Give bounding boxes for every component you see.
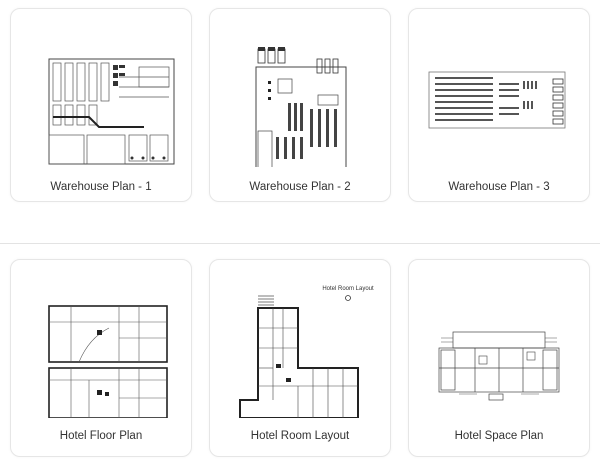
template-thumbnail xyxy=(19,17,183,167)
template-thumbnail: Hotel Room Layout xyxy=(218,268,382,418)
template-thumbnail xyxy=(218,17,382,167)
thumbnail-title: Hotel Room Layout xyxy=(322,286,374,292)
template-title: Hotel Floor Plan xyxy=(59,430,143,442)
template-title: Warehouse Plan - 3 xyxy=(448,181,550,193)
templates-row-1: Warehouse Plan - 1 xyxy=(0,0,600,230)
template-title: Hotel Room Layout xyxy=(250,430,350,442)
template-card-hotel-space-plan[interactable]: Hotel Space Plan xyxy=(408,259,590,457)
template-thumbnail xyxy=(19,268,183,418)
template-thumbnail xyxy=(417,17,581,167)
template-title: Warehouse Plan - 1 xyxy=(50,181,152,193)
template-card-hotel-floor-plan[interactable]: Hotel Floor Plan xyxy=(10,259,192,457)
section-divider xyxy=(0,243,600,244)
template-title: Hotel Space Plan xyxy=(454,430,544,442)
template-card-hotel-room-layout[interactable]: Hotel Room Layout xyxy=(209,259,391,457)
template-card-warehouse-plan-2[interactable]: Warehouse Plan - 2 xyxy=(209,8,391,202)
template-title: Warehouse Plan - 2 xyxy=(249,181,351,193)
template-card-warehouse-plan-3[interactable]: Warehouse Plan - 3 xyxy=(408,8,590,202)
template-card-warehouse-plan-1[interactable]: Warehouse Plan - 1 xyxy=(10,8,192,202)
template-thumbnail xyxy=(417,268,581,418)
templates-row-2: Hotel Floor Plan Hotel Room Layout xyxy=(0,247,600,474)
